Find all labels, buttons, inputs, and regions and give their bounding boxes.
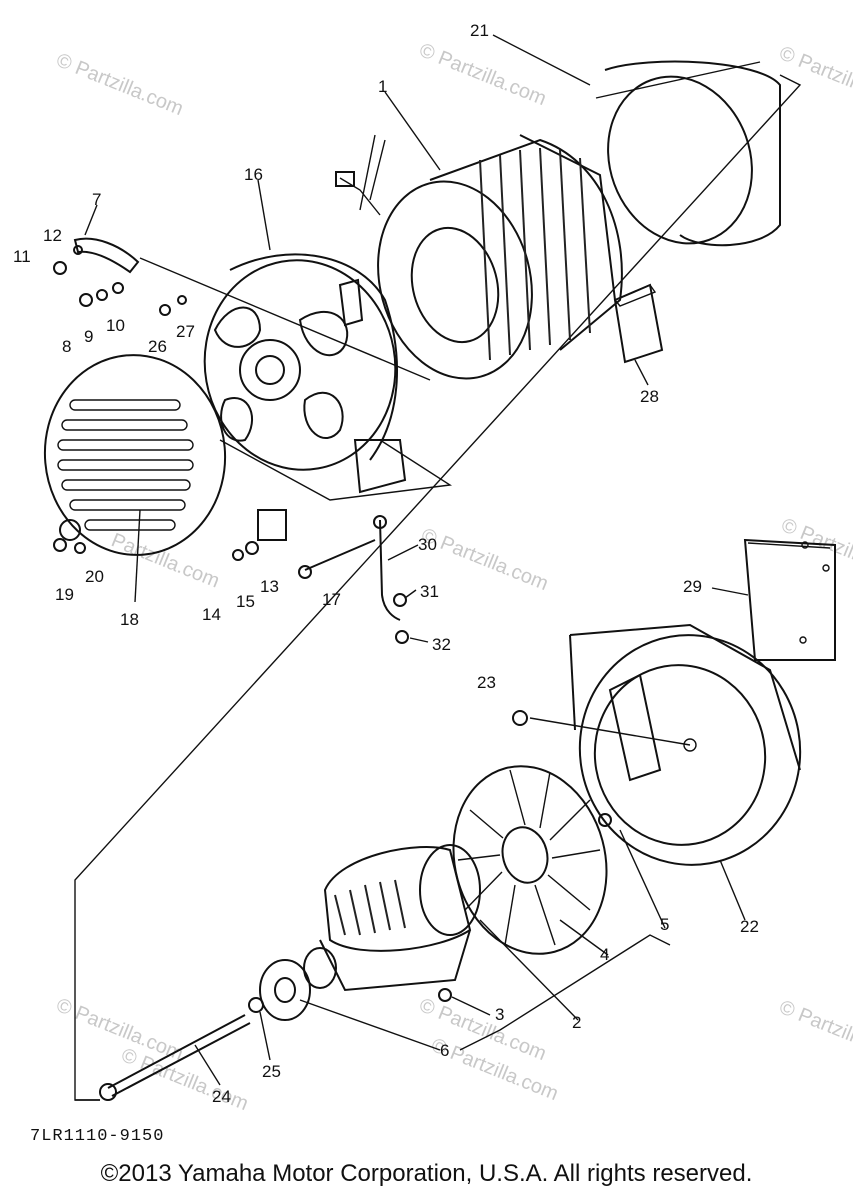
callout-24: 24 <box>212 1087 231 1106</box>
callout-16: 16 <box>244 165 263 184</box>
callout-9: 9 <box>84 327 93 346</box>
part-16-rear-cover <box>203 253 407 494</box>
callout-31: 31 <box>420 582 439 601</box>
watermark-layer: © Partzilla.com © Partzilla.com © Partzi… <box>53 39 853 1115</box>
watermark: © Partzilla.com <box>776 42 853 113</box>
callout-14: 14 <box>202 605 221 624</box>
watermark: © Partzilla.com <box>53 994 186 1065</box>
diagram-code: 7LR1110-9150 <box>30 1127 165 1146</box>
callout-1: 1 <box>378 77 387 96</box>
part-7-bracket <box>53 237 431 381</box>
callout-5: 5 <box>660 915 669 934</box>
callout-17: 17 <box>322 590 341 609</box>
callout-11: 11 <box>13 247 31 266</box>
callout-20: 20 <box>85 567 104 586</box>
callout-10: 10 <box>106 316 125 335</box>
callout-25: 25 <box>262 1062 281 1081</box>
callout-15: 15 <box>236 592 255 611</box>
part-1-stator <box>335 134 623 380</box>
part-28-brush-block <box>613 283 664 364</box>
callout-27: 27 <box>176 322 195 341</box>
callout-8: 8 <box>62 337 71 356</box>
watermark: © Partzilla.com <box>118 1044 251 1115</box>
small-hardware <box>219 439 453 644</box>
assembly-bracket-lines <box>74 74 802 1101</box>
callout-4: 4 <box>600 945 609 964</box>
watermark: © Partzilla.com <box>53 49 186 120</box>
watermark: © Partzilla.com <box>776 996 853 1067</box>
part-2-rotor <box>303 844 481 992</box>
callout-12: 12 <box>43 226 62 245</box>
callout-2-right: 2 <box>572 1013 581 1032</box>
callout-18: 18 <box>120 610 139 629</box>
callout-22: 22 <box>740 917 759 936</box>
copyright-notice: ©2013 Yamaha Motor Corporation, U.S.A. A… <box>100 1160 753 1187</box>
fasteners <box>438 710 691 1002</box>
callout-6: 6 <box>440 1041 449 1060</box>
part-21-cover-band <box>595 60 781 247</box>
callout-28: 28 <box>640 387 659 406</box>
part-4-cooling-fan <box>452 765 608 955</box>
callout-29: 29 <box>683 577 702 596</box>
callout-30: 30 <box>418 535 437 554</box>
watermark: Partzilla.com <box>108 529 222 592</box>
watermark: © Partzilla.com <box>416 39 549 110</box>
part-29-plate <box>743 538 836 661</box>
callout-21: 21 <box>470 21 489 40</box>
callout-26: 26 <box>148 337 167 356</box>
watermark: © Partzilla.com <box>778 514 853 585</box>
callout-32: 32 <box>432 635 451 654</box>
part-22-fan-housing <box>569 623 802 866</box>
callout-19: 19 <box>55 585 74 604</box>
callout-7: 7 <box>92 190 101 209</box>
callout-23: 23 <box>477 673 496 692</box>
leader-lines <box>84 34 749 1086</box>
callout-13: 13 <box>260 577 279 596</box>
part-25-24-hardware <box>99 959 311 1101</box>
callout-3: 3 <box>495 1005 504 1024</box>
callout-numbers: 21 1 16 7 12 11 8 9 10 26 27 28 30 29 19… <box>13 21 759 1106</box>
part-18-grill-cover <box>43 354 227 556</box>
